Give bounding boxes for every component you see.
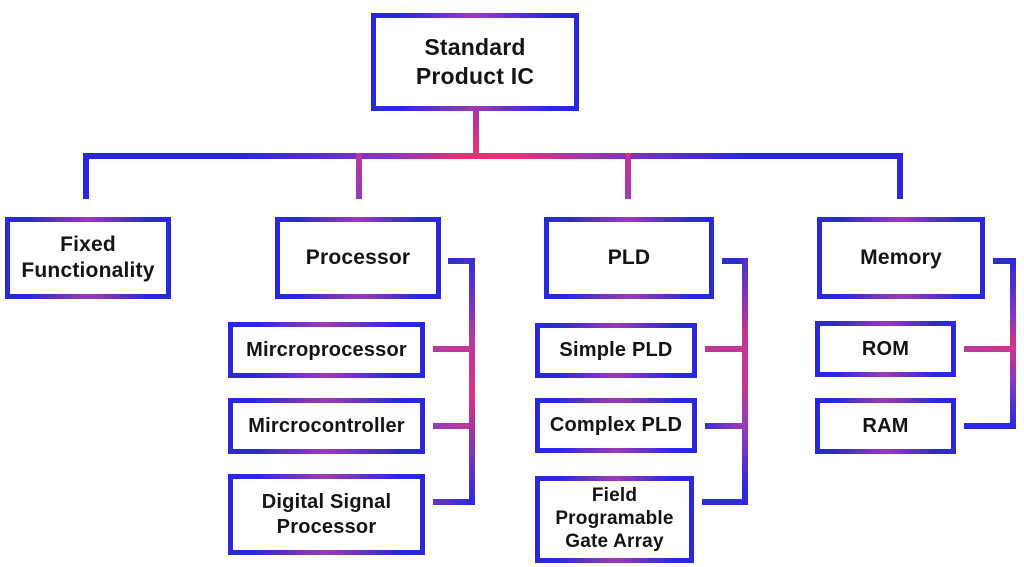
connector-drop-pld [625, 153, 631, 199]
node-label: Mircroprocessor [246, 338, 407, 361]
node-label: Field Programable Gate Array [555, 485, 674, 552]
node-fixed-functionality: Fixed Functionality [5, 217, 171, 299]
node-complex-pld: Complex PLD [535, 398, 697, 453]
connector-drop-memory [897, 153, 903, 199]
node-label: Complex PLD [549, 414, 683, 436]
connector-root-drop [473, 111, 479, 155]
node-ram: RAM [815, 398, 956, 454]
node-memory: Memory [817, 217, 985, 299]
connector-rom-stub [964, 346, 1010, 352]
node-label: Standard Product IC [415, 34, 535, 89]
connector-fpga-stub [702, 499, 742, 505]
node-label: PLD [607, 245, 651, 269]
node-field-programable-gate-array: Field Programable Gate Array [535, 476, 694, 563]
node-pld: PLD [544, 217, 714, 299]
node-label: RAM [862, 414, 909, 437]
node-digital-signal-processor: Digital Signal Processor [228, 474, 425, 555]
connector-processor-bracket [469, 258, 475, 505]
connector-processor-stub [448, 258, 470, 264]
connector-simple-pld-stub [705, 346, 742, 352]
connector-mircroprocessor-stub [433, 346, 469, 352]
connector-level1-horizontal [83, 153, 903, 159]
connector-mircrocontroller-stub [433, 423, 469, 429]
node-label: Memory [860, 245, 942, 269]
connector-complex-pld-stub [705, 423, 742, 429]
node-label: ROM [861, 337, 910, 360]
node-label: Fixed Functionality [21, 232, 155, 282]
node-rom: ROM [815, 321, 956, 377]
node-label: Digital Signal Processor [261, 490, 392, 538]
connector-pld-bracket [742, 258, 748, 505]
connector-memory-stub [993, 258, 1010, 264]
node-label: Processor [305, 245, 411, 269]
node-mircroprocessor: Mircroprocessor [228, 322, 425, 378]
node-label: Simple PLD [559, 339, 673, 361]
node-standard-product-ic: Standard Product IC [371, 13, 579, 111]
node-simple-pld: Simple PLD [535, 323, 697, 378]
node-mircrocontroller: Mircrocontroller [228, 398, 425, 454]
connector-drop-processor [356, 153, 362, 199]
connector-memory-bracket [1010, 258, 1016, 429]
node-processor: Processor [275, 217, 441, 299]
connector-ram-stub [964, 423, 1010, 429]
connector-digital-signal-processor-stub [433, 499, 469, 505]
connector-pld-stub [722, 258, 742, 264]
node-label: Mircrocontroller [248, 414, 405, 437]
connector-drop-fixed-functionality [83, 153, 89, 199]
